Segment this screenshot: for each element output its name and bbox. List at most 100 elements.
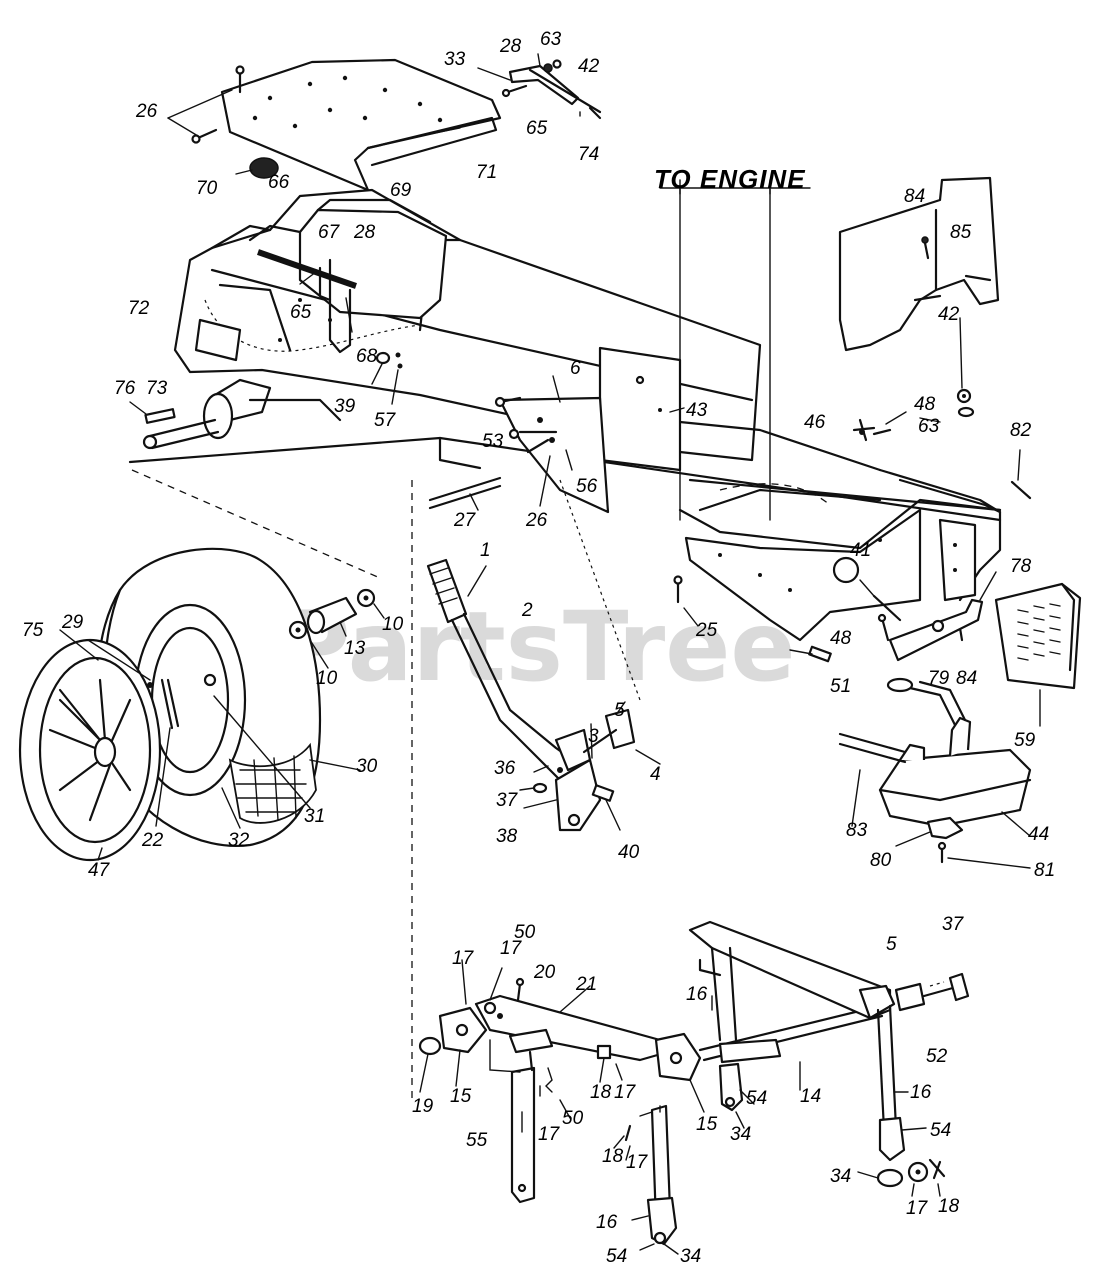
callout-l6: 6	[570, 358, 581, 379]
callout-l34c: 34	[680, 1246, 701, 1267]
callout-l76: 76	[114, 378, 136, 399]
callout-l28b: 28	[353, 222, 376, 243]
callout-l20: 20	[533, 962, 556, 983]
callout-l66: 66	[268, 172, 290, 193]
muffler-bracket-part	[872, 594, 984, 662]
callout-l28a: 28	[499, 36, 522, 57]
callout-l17a: 17	[500, 938, 523, 959]
callout-l17b: 17	[452, 948, 475, 969]
callout-l48a: 48	[914, 394, 936, 415]
callout-l53: 53	[482, 431, 504, 452]
callout-l18b: 18	[602, 1146, 624, 1167]
callout-l54b2: 54	[606, 1246, 627, 1267]
callout-l84a: 84	[904, 186, 925, 207]
callout-l83: 83	[846, 820, 868, 841]
callout-l34b: 34	[830, 1166, 851, 1187]
callout-l18c: 18	[938, 1196, 960, 1217]
callout-l56: 56	[576, 476, 598, 497]
callout-l41: 41	[850, 540, 871, 561]
callout-l15a: 15	[450, 1086, 472, 1107]
mount-plate-part	[598, 346, 682, 472]
callout-l80: 80	[870, 850, 892, 871]
muffler-shield-part	[994, 582, 1082, 690]
callout-l63a: 63	[540, 29, 562, 50]
main-frame-part	[128, 418, 1002, 642]
callout-l50a: 50	[514, 922, 536, 943]
callout-l44: 44	[1028, 824, 1049, 845]
callout-l36: 36	[494, 758, 516, 779]
callout-l17d: 17	[538, 1124, 561, 1145]
callout-l75: 75	[22, 620, 44, 641]
callout-l14: 14	[800, 1086, 821, 1107]
rear-wheel-part	[96, 547, 322, 848]
callout-l47: 47	[88, 860, 111, 881]
callout-l15b: 15	[696, 1114, 718, 1135]
callout-l55: 55	[466, 1130, 488, 1151]
callout-l84b: 84	[956, 668, 977, 689]
callout-l50b: 50	[562, 1108, 584, 1129]
callout-l38: 38	[496, 826, 518, 847]
callout-l17f: 17	[906, 1198, 929, 1219]
callout-l37b: 37	[942, 914, 965, 935]
callout-l3: 3	[588, 726, 599, 747]
pivot-bracket-part	[494, 396, 610, 514]
callout-l30: 30	[356, 756, 378, 777]
callout-l69: 69	[390, 180, 412, 201]
callout-l32: 32	[228, 830, 250, 851]
callout-l42b: 42	[938, 304, 960, 325]
callout-l39: 39	[334, 396, 356, 417]
callout-l43: 43	[686, 400, 708, 421]
callout-l5b: 5	[886, 934, 897, 955]
callout-l85: 85	[950, 222, 972, 243]
callout-l68: 68	[356, 346, 378, 367]
watermark: PartsTree	[280, 591, 795, 703]
callout-l81: 81	[1034, 860, 1055, 881]
callout-l21: 21	[575, 974, 597, 995]
callout-l22: 22	[141, 830, 164, 851]
muffler-part	[838, 677, 1032, 840]
callout-l2: 2	[521, 600, 533, 621]
callout-l52: 52	[926, 1046, 948, 1067]
seat-pan-part	[220, 58, 502, 192]
side-guard-part	[838, 176, 1000, 352]
callout-l78: 78	[1010, 556, 1032, 577]
callout-l51: 51	[830, 676, 851, 697]
callout-l18a: 18	[590, 1082, 612, 1103]
callout-l48b: 48	[830, 628, 852, 649]
callout-l1: 1	[480, 540, 491, 561]
callout-l33: 33	[444, 49, 466, 70]
callout-l26a: 26	[135, 101, 158, 122]
callout-l82: 82	[1010, 420, 1032, 441]
lift-lever-part	[426, 558, 582, 782]
callout-l71: 71	[476, 162, 497, 183]
callout-l27: 27	[453, 510, 477, 531]
axle-assembly-part	[142, 318, 342, 450]
callout-l17e: 17	[626, 1152, 649, 1173]
callout-l63b: 63	[918, 416, 940, 437]
callout-l67: 67	[318, 222, 341, 243]
callout-l42a: 42	[578, 56, 600, 77]
callout-l37a: 37	[496, 790, 519, 811]
callout-l5a: 5	[614, 700, 625, 721]
callout-l29: 29	[61, 612, 84, 633]
callout-l73: 73	[146, 378, 168, 399]
callout-l72: 72	[128, 298, 150, 319]
lever-pivot-part	[532, 708, 636, 832]
fuel-tank-part	[248, 198, 448, 354]
callout-l40: 40	[618, 842, 640, 863]
callout-l57: 57	[374, 410, 397, 431]
callout-l79: 79	[928, 668, 950, 689]
callout-l26b: 26	[525, 510, 548, 531]
callout-l17c: 17	[614, 1082, 637, 1103]
callout-l16b: 16	[910, 1082, 932, 1103]
seat-knob-part	[235, 157, 279, 179]
callout-l4: 4	[650, 764, 661, 785]
callout-l16a: 16	[686, 984, 708, 1005]
callout-l70: 70	[196, 178, 218, 199]
callout-l74: 74	[578, 144, 599, 165]
callout-l59: 59	[1014, 730, 1036, 751]
steering-linkage-part	[418, 920, 970, 1246]
callout-l16c: 16	[596, 1212, 618, 1233]
callout-l25: 25	[695, 620, 718, 641]
